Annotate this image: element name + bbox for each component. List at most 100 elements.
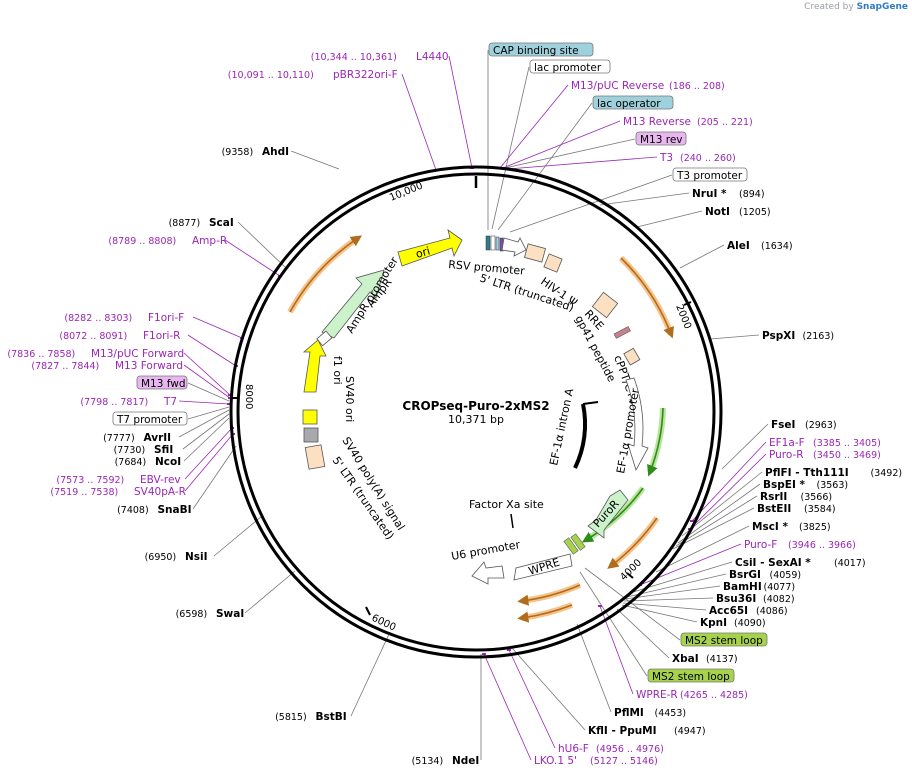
- label-ncoi: NcoI(7684): [115, 456, 182, 468]
- label-position: (3946 .. 3966): [788, 540, 856, 551]
- ori-label: ori: [414, 244, 431, 260]
- label-name: EF1a-F: [769, 437, 805, 449]
- gp41-feature: [613, 326, 631, 339]
- label-position: (7836 .. 7858): [7, 349, 75, 360]
- label-ahdi: AhdI(9358): [222, 146, 289, 158]
- green-arcs: [581, 407, 666, 543]
- label-name: KpnI: [700, 617, 727, 629]
- label-position: (1634): [761, 241, 793, 252]
- label-box: [112, 411, 188, 426]
- label-position: (240 .. 260): [680, 153, 736, 164]
- label-name: T3 promoter: [676, 170, 743, 182]
- label-position: (4453): [655, 708, 687, 719]
- label-name: RsrII: [760, 491, 787, 503]
- cppt-feature: [623, 347, 641, 366]
- sv40-ori-feature: [302, 409, 318, 425]
- label-ef1a-f: EF1a-F(3385 .. 3405): [769, 437, 881, 449]
- factor-xa-label: Factor Xa site: [469, 498, 544, 511]
- label-sfii: SfiI(7730): [114, 444, 174, 456]
- leader-line: [636, 210, 703, 228]
- leader-line: [178, 400, 230, 405]
- wpre-label: WPRE: [527, 556, 562, 578]
- label-position: (4137): [706, 654, 738, 665]
- label-position: (3492): [871, 468, 903, 479]
- label-position: (7573 .. 7592): [56, 475, 124, 486]
- label-position: (1205): [739, 207, 771, 218]
- label-name: M13 Reverse: [623, 116, 691, 128]
- backbone-inner: [236, 172, 716, 652]
- label-name: WPRE-R: [636, 689, 678, 701]
- factor-xa-feature: [510, 513, 514, 529]
- leader-line: [184, 427, 233, 480]
- leader-line: [178, 409, 230, 438]
- label-name: F1ori-F: [148, 312, 184, 324]
- label-position: (5134): [412, 756, 444, 767]
- leader-line: [184, 433, 234, 492]
- label-name: SV40pA-R: [134, 486, 186, 498]
- label-name: T7: [163, 396, 177, 408]
- label-box: [680, 632, 768, 647]
- label-name: AhdI: [262, 146, 289, 158]
- label-box: [672, 167, 748, 182]
- leader-line: [290, 150, 340, 170]
- label-position: (7827 .. 7844): [31, 361, 99, 372]
- leader-line: [689, 453, 767, 530]
- leader-line: [672, 507, 755, 550]
- label-amp-r: Amp-R(8789 .. 8808): [108, 235, 227, 247]
- label-name: PflMI: [614, 707, 644, 719]
- label-name: lac operator: [597, 98, 661, 110]
- label-name: AleI: [727, 240, 750, 252]
- label-position: (894): [739, 189, 765, 200]
- label-alei: AleI (1634): [727, 240, 793, 252]
- backbone-outer: [229, 165, 723, 659]
- label-hu6-f: hU6-F(4956 .. 4976): [558, 743, 664, 755]
- label-m13-puc-reverse: M13/pUC Reverse(186 .. 208): [571, 80, 725, 92]
- label-sv40pa-r: SV40pA-R(7519 .. 7538): [50, 486, 186, 498]
- label-swai: SwaI(6598): [176, 608, 245, 620]
- label-position: (4947): [674, 726, 706, 737]
- ampr-promoter-label: AmpR promoter: [344, 254, 402, 335]
- leader-line: [681, 471, 763, 537]
- leader-line: [675, 495, 758, 547]
- label-pflfi-tth111i: PflFI - Tth111I(3492): [765, 467, 902, 479]
- label-position: (4082): [763, 594, 795, 605]
- ltr-3-feature: [304, 444, 326, 470]
- label-position: (8877): [169, 218, 201, 229]
- label-position: (5127 .. 5146): [590, 756, 658, 767]
- label-name: T7 promoter: [116, 414, 183, 426]
- grey-feature: [303, 427, 319, 443]
- leader-line: [624, 585, 721, 600]
- label-position: (3450 .. 3469): [813, 450, 881, 461]
- green-arc-ef1a: [647, 407, 666, 474]
- label-position: (7684): [115, 457, 147, 468]
- label-scai: ScaI(8877): [169, 217, 234, 229]
- label-name: FseI: [771, 419, 795, 431]
- leader-line: [182, 413, 230, 450]
- label-bsrgi: BsrGI(4059): [729, 569, 801, 581]
- leader-line: [237, 221, 287, 269]
- leader-line: [621, 604, 698, 623]
- label-lko-1-5: LKO.1 5'(5127 .. 5146): [534, 755, 658, 767]
- label-box: [529, 59, 611, 74]
- ori-feature: [397, 229, 463, 267]
- label-name: NsiI: [185, 551, 208, 563]
- label-ms2-stem-loop: MS2 stem loop: [647, 668, 735, 683]
- label-name: NruI *: [692, 188, 727, 200]
- label-t7: T7(7798 .. 7817): [80, 396, 177, 408]
- label-box: [592, 95, 674, 110]
- label-rsrii: RsrII(3566): [760, 491, 832, 503]
- label-name: EBV-rev: [140, 474, 181, 486]
- label-msci: MscI *(3825): [752, 521, 831, 533]
- label-position: (5815): [275, 712, 307, 723]
- label-name: Acc65I: [709, 605, 748, 617]
- leader-line: [183, 364, 231, 399]
- label-box: [635, 131, 687, 146]
- leader-line: [183, 352, 231, 396]
- lac-promoter-feature: [490, 235, 496, 251]
- leader-line: [623, 597, 714, 602]
- label-name: MS2 stem loop: [652, 671, 730, 683]
- leader-line: [508, 649, 556, 749]
- wpre-feature: [513, 553, 573, 581]
- leader-line: [507, 156, 658, 170]
